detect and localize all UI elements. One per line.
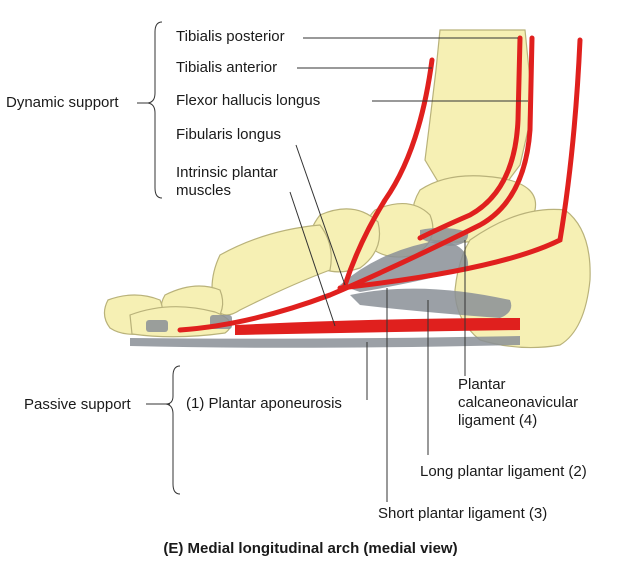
label-dynamic-support: Dynamic support bbox=[6, 94, 119, 111]
label-long-plantar-ligament: Long plantar ligament (2) bbox=[420, 463, 587, 480]
label-intrinsic-plantar-line2: muscles bbox=[176, 182, 232, 199]
figure-caption: (E) Medial longitudinal arch (medial vie… bbox=[163, 540, 458, 557]
label-fibularis-longus: Fibularis longus bbox=[176, 126, 282, 143]
leader-fibularis-longus bbox=[295, 144, 346, 286]
tendons bbox=[177, 35, 583, 335]
label-calcaneonavicular-line2: calcaneonavicular bbox=[458, 394, 579, 411]
label-calcaneonavicular-line1: Plantar bbox=[458, 376, 506, 393]
label-intrinsic-plantar-line1: Intrinsic plantar bbox=[176, 164, 278, 181]
label-calcaneonavicular-line3: ligament (4) bbox=[458, 412, 538, 429]
braces bbox=[147, 21, 181, 495]
flexor-hallucis-longus-tendon bbox=[177, 35, 535, 333]
intrinsic-plantar-muscle bbox=[235, 318, 520, 335]
dynamic-support-brace bbox=[147, 21, 163, 199]
label-tibialis-anterior: Tibialis anterior bbox=[176, 59, 278, 76]
tibialis-posterior-tendon bbox=[417, 35, 523, 241]
label-tibialis-posterior: Tibialis posterior bbox=[176, 28, 285, 45]
tibia-bone bbox=[424, 29, 531, 196]
passive-support-brace bbox=[165, 365, 181, 495]
leader-lines bbox=[137, 37, 528, 502]
plantar-aponeurosis-shape bbox=[130, 336, 520, 348]
label-plantar-calcaneonavicular: Plantar calcaneonavicular ligament (4) bbox=[458, 376, 578, 430]
toe-joint-ligament-1 bbox=[146, 320, 168, 332]
label-short-plantar-ligament: Short plantar ligament (3) bbox=[378, 505, 548, 522]
tibialis-anterior-tendon bbox=[342, 57, 435, 288]
long-plantar-ligament-shape bbox=[350, 288, 512, 318]
label-intrinsic-plantar-muscles: Intrinsic plantar muscles bbox=[176, 164, 278, 200]
label-flexor-hallucis-longus: Flexor hallucis longus bbox=[176, 92, 321, 109]
label-passive-support: Passive support bbox=[24, 396, 131, 413]
fibularis-longus-tendon bbox=[337, 37, 583, 291]
leader-intrinsic-plantar bbox=[289, 191, 336, 327]
label-plantar-aponeurosis: (1) Plantar aponeurosis bbox=[186, 395, 342, 412]
